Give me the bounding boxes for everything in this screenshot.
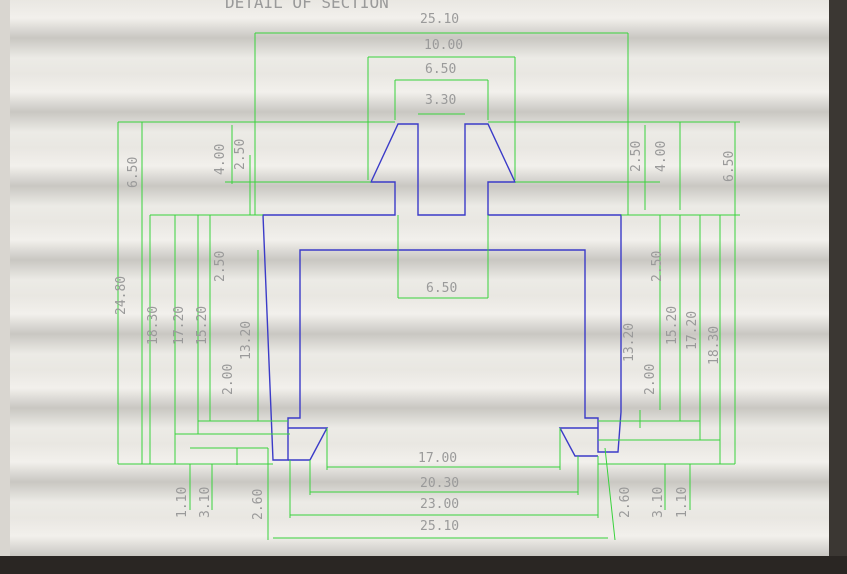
- dim-left-17-20: 17.20: [172, 306, 187, 345]
- dim-left-24-80: 24.80: [114, 276, 129, 315]
- profile-outline: [262, 123, 622, 461]
- monitor-bezel-right: [829, 0, 847, 574]
- dimension-lines: [117, 32, 740, 541]
- dim-left-2-50-mid: 2.50: [213, 251, 228, 282]
- dim-left-3-10: 3.10: [198, 487, 213, 518]
- dim-top-25-10: 25.10: [420, 12, 459, 27]
- dim-right-3-10: 3.10: [651, 487, 666, 518]
- dim-bottom-17-00: 17.00: [418, 451, 457, 466]
- dim-left-6-50: 6.50: [126, 157, 141, 188]
- dim-right-18-30: 18.30: [707, 326, 722, 365]
- dim-top-10-00: 10.00: [424, 38, 463, 53]
- dim-bottom-23-00: 23.00: [420, 497, 459, 512]
- dim-top-6-50: 6.50: [425, 62, 456, 77]
- dim-left-2-60: 2.60: [251, 489, 266, 520]
- monitor-bezel-bottom: [0, 556, 847, 574]
- dim-left-4-00: 4.00: [213, 144, 228, 175]
- dim-bottom-25-10: 25.10: [420, 519, 459, 534]
- dim-right-4-00: 4.00: [654, 141, 669, 172]
- dim-left-2-00: 2.00: [221, 364, 236, 395]
- dim-right-15-20: 15.20: [665, 306, 680, 345]
- dim-left-1-10: 1.10: [175, 487, 190, 518]
- dim-right-2-60: 2.60: [618, 487, 633, 518]
- dim-right-6-50: 6.50: [722, 151, 737, 182]
- dim-bottom-20-30: 20.30: [420, 476, 459, 491]
- drawing-title: DETAIL OF SECTION: [225, 0, 389, 12]
- dim-right-2-50-mid: 2.50: [650, 251, 665, 282]
- dim-top-3-30: 3.30: [425, 93, 456, 108]
- dim-right-17-20: 17.20: [685, 311, 700, 350]
- monitor-bezel-left: [0, 0, 10, 574]
- dim-left-15-20: 15.20: [195, 306, 210, 345]
- dim-right-2-00: 2.00: [643, 364, 658, 395]
- dim-left-2-50-top: 2.50: [233, 139, 248, 170]
- dim-right-1-10: 1.10: [675, 487, 690, 518]
- dim-left-13-20: 13.20: [239, 321, 254, 360]
- dim-mid-6-50: 6.50: [426, 281, 457, 296]
- dimension-labels: 25.10 10.00 6.50 3.30 6.50 17.00 20.30 2…: [114, 12, 737, 534]
- dim-left-18-30: 18.30: [146, 306, 161, 345]
- dim-right-13-20: 13.20: [622, 323, 637, 362]
- dim-right-2-50-top: 2.50: [629, 141, 644, 172]
